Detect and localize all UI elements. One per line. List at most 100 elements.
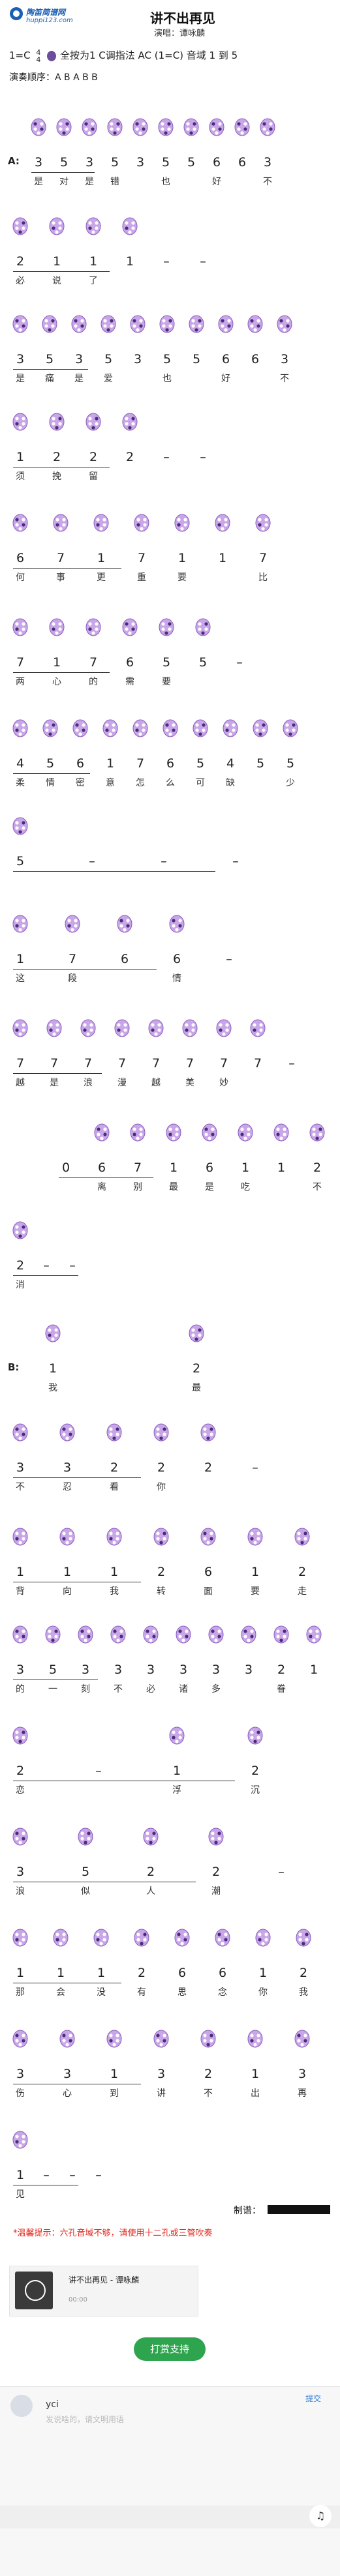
score-note: –	[95, 2168, 102, 2182]
ocarina-fingering-icon	[247, 2030, 263, 2048]
ocarina-fingering-icon	[12, 817, 28, 835]
ocarina-fingering-icon	[193, 719, 208, 737]
lyric: 必	[16, 276, 25, 286]
score-note: 3	[16, 2067, 25, 2081]
beam-line	[31, 172, 95, 173]
lyric: 是	[16, 374, 25, 384]
ocarina-fingering-icon	[114, 1019, 130, 1037]
ocarina-fingering-icon	[12, 315, 28, 333]
lyric: 心	[63, 2088, 72, 2099]
lyric: 事	[56, 572, 65, 583]
player-title: 讲不出再见 - 谭咏麟	[69, 2275, 139, 2285]
submit-button[interactable]: 提交	[305, 2394, 322, 2403]
ocarina-fingering-icon	[234, 118, 250, 136]
lyric: 最	[169, 1182, 178, 1192]
lyric: 是	[205, 1182, 214, 1192]
score-note: 2	[204, 2067, 213, 2081]
score-note: 7	[133, 1161, 142, 1175]
lyric: 念	[218, 1987, 227, 1998]
player-time: 00:00	[69, 2296, 87, 2303]
score-note: 1	[16, 1966, 25, 1980]
score-note: 1	[63, 1565, 72, 1579]
ocarina-fingering-icon	[56, 118, 72, 136]
lyric: 沉	[251, 1785, 260, 1796]
score-note: 7	[117, 1056, 127, 1071]
ocarina-fingering-icon	[218, 315, 234, 333]
play-icon[interactable]	[25, 2280, 46, 2301]
score-note: 3	[63, 1460, 72, 1475]
music-note-icon[interactable]: ♫	[309, 2505, 332, 2527]
ocarina-fingering-icon	[148, 1019, 164, 1037]
score-note: 1	[251, 1565, 260, 1579]
score-note: 5	[104, 352, 113, 366]
score-note: 1	[16, 2168, 25, 2182]
ocarina-fingering-icon	[153, 2030, 169, 2048]
ocarina-fingering-icon	[107, 118, 123, 136]
time-signature: 4 4	[36, 49, 40, 63]
score-note: –	[161, 854, 167, 868]
score-note: –	[163, 450, 170, 464]
score-note: 2	[110, 1460, 119, 1475]
lyric: 怎	[136, 778, 145, 788]
lyric: 美	[185, 1078, 194, 1088]
comment-input[interactable]: 发说啥的，请文明用语	[46, 2415, 125, 2424]
lyric: 情	[172, 973, 181, 984]
lyric: 你	[157, 1482, 166, 1492]
ocarina-fingering-icon	[253, 719, 268, 737]
ocarina-fingering-icon	[85, 217, 101, 235]
score-note: 2	[137, 1966, 146, 1980]
ocarina-fingering-icon	[153, 1528, 169, 1546]
score-note: 2	[277, 1663, 286, 1677]
score-note: 7	[16, 655, 25, 670]
donate-button[interactable]: 打赏支持	[134, 2337, 206, 2361]
ocarina-fingering-icon	[85, 618, 101, 636]
lyric: 似	[81, 1886, 90, 1897]
score-note: 7	[84, 1056, 93, 1071]
ocarina-fingering-icon	[159, 618, 174, 636]
score-note: 1	[277, 1161, 286, 1175]
ocarina-fingering-icon	[208, 1828, 224, 1846]
score-note: 3	[34, 155, 43, 170]
ocarina-fingering-icon	[100, 315, 116, 333]
lyric: 挽	[52, 471, 61, 482]
lyric: 是	[74, 374, 84, 384]
ocarina-fingering-icon	[49, 618, 65, 636]
score-note: 6	[125, 655, 134, 670]
ocarina-fingering-icon	[238, 1123, 253, 1142]
score-note: –	[200, 450, 206, 464]
ts-bottom: 4	[36, 55, 41, 64]
lyric: 浪	[16, 1886, 25, 1897]
play-order: 演奏顺序：A B A B B	[9, 72, 98, 83]
ocarina-fingering-icon	[143, 1828, 159, 1846]
audio-player[interactable]: 讲不出再见 - 谭咏麟 00:00	[9, 2266, 198, 2317]
lyric: 重	[137, 572, 146, 583]
ocarina-fingering-icon	[42, 315, 57, 333]
score-note: 2	[125, 450, 134, 464]
lyric: 你	[258, 1987, 268, 1998]
score-note: –	[232, 854, 239, 868]
ocarina-fingering-icon	[12, 1019, 28, 1037]
score-note: 5	[187, 155, 196, 170]
score-note: 1	[241, 1161, 250, 1175]
site-logo[interactable]: 陶笛简谱网 huppi123.com	[9, 5, 80, 31]
lyric: 背	[16, 1586, 25, 1597]
ocarina-fingering-icon	[12, 1828, 28, 1846]
ocarina-fingering-icon	[277, 315, 292, 333]
section-a-label: A:	[8, 155, 20, 167]
lyric: 面	[204, 1586, 213, 1597]
score-note: –	[163, 254, 170, 269]
score-note: 5	[162, 655, 171, 670]
score-note: –	[69, 2168, 76, 2182]
lyric: 不	[16, 1482, 25, 1492]
key-line: 1=C 4 4 全按为1 C调指法 AC (1=C) 音域 1 到 5	[9, 48, 238, 63]
ocarina-fingering-icon	[130, 1123, 146, 1142]
beam-line	[13, 969, 157, 970]
ocarina-fingering-icon	[106, 1423, 122, 1442]
score-note: 3	[136, 155, 145, 170]
ocarina-fingering-icon	[166, 1123, 181, 1142]
ocarina-fingering-icon	[12, 2030, 28, 2048]
ocarina-fingering-icon	[202, 1123, 217, 1142]
ocarina-fingering-icon	[31, 118, 46, 136]
lyric: 须	[16, 471, 25, 482]
score-note: 1	[218, 551, 227, 565]
